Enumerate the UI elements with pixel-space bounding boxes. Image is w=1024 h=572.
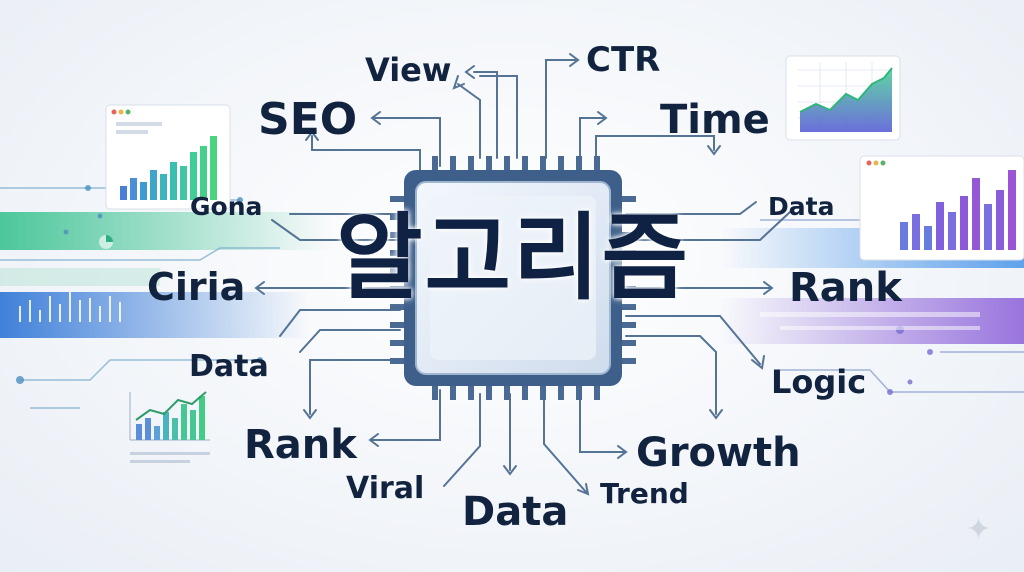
label-data-left: Data (189, 349, 269, 384)
chip-pins (390, 156, 636, 400)
label-viral: Viral (346, 471, 425, 506)
label-data-bottom: Data (462, 489, 569, 535)
label-rank-bottom: Rank (244, 422, 357, 468)
label-trend: Trend (600, 477, 689, 510)
left-bar-chart-panel (105, 104, 231, 210)
left-streak-spikes (19, 292, 121, 322)
sparkle-icon: ✦ (966, 512, 992, 547)
connector-lines (254, 53, 791, 496)
label-view: View (365, 51, 452, 89)
label-logic: Logic (771, 363, 867, 401)
blue-streak (0, 292, 310, 338)
label-seo: SEO (258, 94, 358, 145)
label-ciria: Ciria (147, 265, 246, 309)
right-bar-chart-panel (859, 155, 1024, 261)
label-time: Time (660, 97, 770, 143)
label-gona: Gona (190, 192, 263, 221)
label-growth: Growth (636, 430, 801, 476)
purple-streak (720, 298, 1024, 344)
green-streak (0, 212, 330, 250)
processor-chip-icon (404, 170, 622, 386)
top-right-area-chart-panel (785, 55, 901, 141)
page-title: 알고리즘 (336, 204, 690, 313)
label-rank-right: Rank (789, 265, 902, 311)
label-data-right: Data (768, 192, 835, 221)
label-ctr: CTR (586, 40, 661, 80)
left-small-bar-chart (129, 391, 210, 463)
